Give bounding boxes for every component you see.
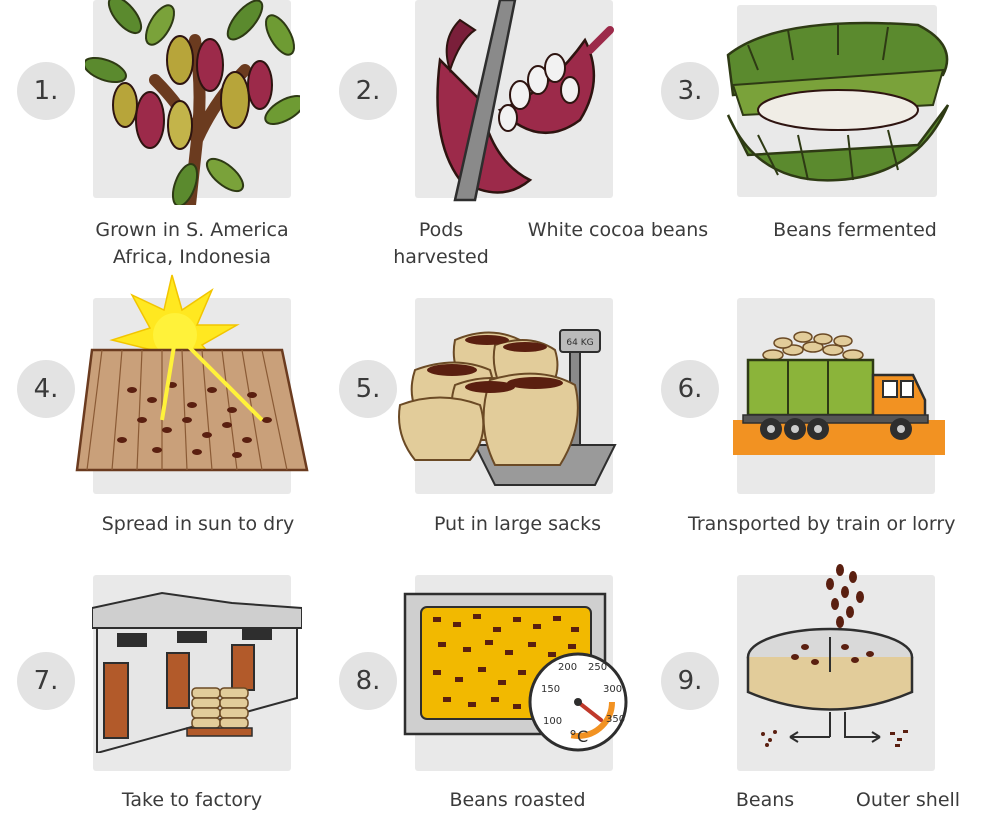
step-2-caption-line-1: Pods (418, 219, 464, 241)
step-3-caption: Beans fermented (740, 217, 970, 244)
dial-tick-250: 250 (588, 662, 607, 673)
step-2-caption-pods: Pods harvested (381, 217, 501, 271)
roasting-tray-illustration: 100 150 200 250 300 350 °C (403, 592, 628, 752)
step-6-number-badge: 6. (661, 360, 719, 418)
dial-tick-150: 150 (541, 684, 560, 695)
truck-illustration (733, 331, 945, 455)
step-4-caption-line-1: Spread in sun to dry (101, 513, 295, 535)
scale-weight-readout: 64 KG (566, 338, 593, 348)
step-6-caption-line-1: Transported by train or lorry (688, 513, 956, 535)
step-9-caption-outer-shell: Outer shell (855, 789, 961, 811)
step-9-caption-beans: Beans (735, 789, 795, 811)
winnowing-machine-illustration (746, 564, 914, 747)
step-2-number: 2. (355, 76, 381, 106)
step-8-caption-line-1: Beans roasted (449, 789, 586, 811)
step-6-caption: Transported by train or lorry (688, 511, 984, 538)
step-4-caption: Spread in sun to dry (62, 511, 334, 538)
sacks-on-scale-illustration: 64 KG (398, 329, 617, 486)
step-3-caption-line-1: Beans fermented (773, 219, 937, 241)
factory-illustration (92, 591, 302, 753)
step-1-caption-line-2: Africa, Indonesia (112, 246, 272, 268)
step-5-number-badge: 5. (339, 360, 397, 418)
banana-leaf-fermentation-illustration (726, 21, 950, 182)
step-7-caption-line-1: Take to factory (121, 789, 263, 811)
cocoa-tree-illustration (85, 0, 300, 205)
dial-tick-300: 300 (603, 684, 622, 695)
step-3-number-badge: 3. (661, 62, 719, 120)
dial-tick-350: 350 (606, 714, 625, 725)
step-7-number: 7. (33, 666, 59, 696)
step-8-caption: Beans roasted (390, 787, 645, 814)
step-5-caption: Put in large sacks (390, 511, 645, 538)
step-1-number-badge: 1. (17, 62, 75, 120)
dial-tick-100: 100 (543, 716, 562, 727)
step-2-caption-line-2: harvested (393, 246, 489, 268)
sun-drying-illustration (75, 274, 309, 472)
step-3-number: 3. (677, 76, 703, 106)
step-4-number-badge: 4. (17, 360, 75, 418)
step-7-number-badge: 7. (17, 652, 75, 710)
dial-unit: °C (569, 727, 588, 746)
step-8-number-badge: 8. (339, 652, 397, 710)
step-7-caption: Take to factory (62, 787, 322, 814)
step-5-caption-line-1: Put in large sacks (433, 513, 602, 535)
step-6-number: 6. (677, 374, 703, 404)
step-2-number-badge: 2. (339, 62, 397, 120)
dial-tick-200: 200 (558, 662, 577, 673)
thermometer-dial: 100 150 200 250 300 350 °C (528, 652, 628, 752)
step-5-number: 5. (355, 374, 381, 404)
step-4-number: 4. (33, 374, 59, 404)
step-1-caption: Grown in S. America Africa, Indonesia (62, 217, 322, 271)
step-9-number-badge: 9. (661, 652, 719, 710)
step-1-number: 1. (33, 76, 59, 106)
step-9-number: 9. (677, 666, 703, 696)
pod-harvest-illustration (436, 0, 614, 202)
step-8-number: 8. (355, 666, 381, 696)
step-2-caption-white-beans: White cocoa beans (527, 219, 709, 241)
step-1-caption-line-1: Grown in S. America (95, 219, 289, 241)
